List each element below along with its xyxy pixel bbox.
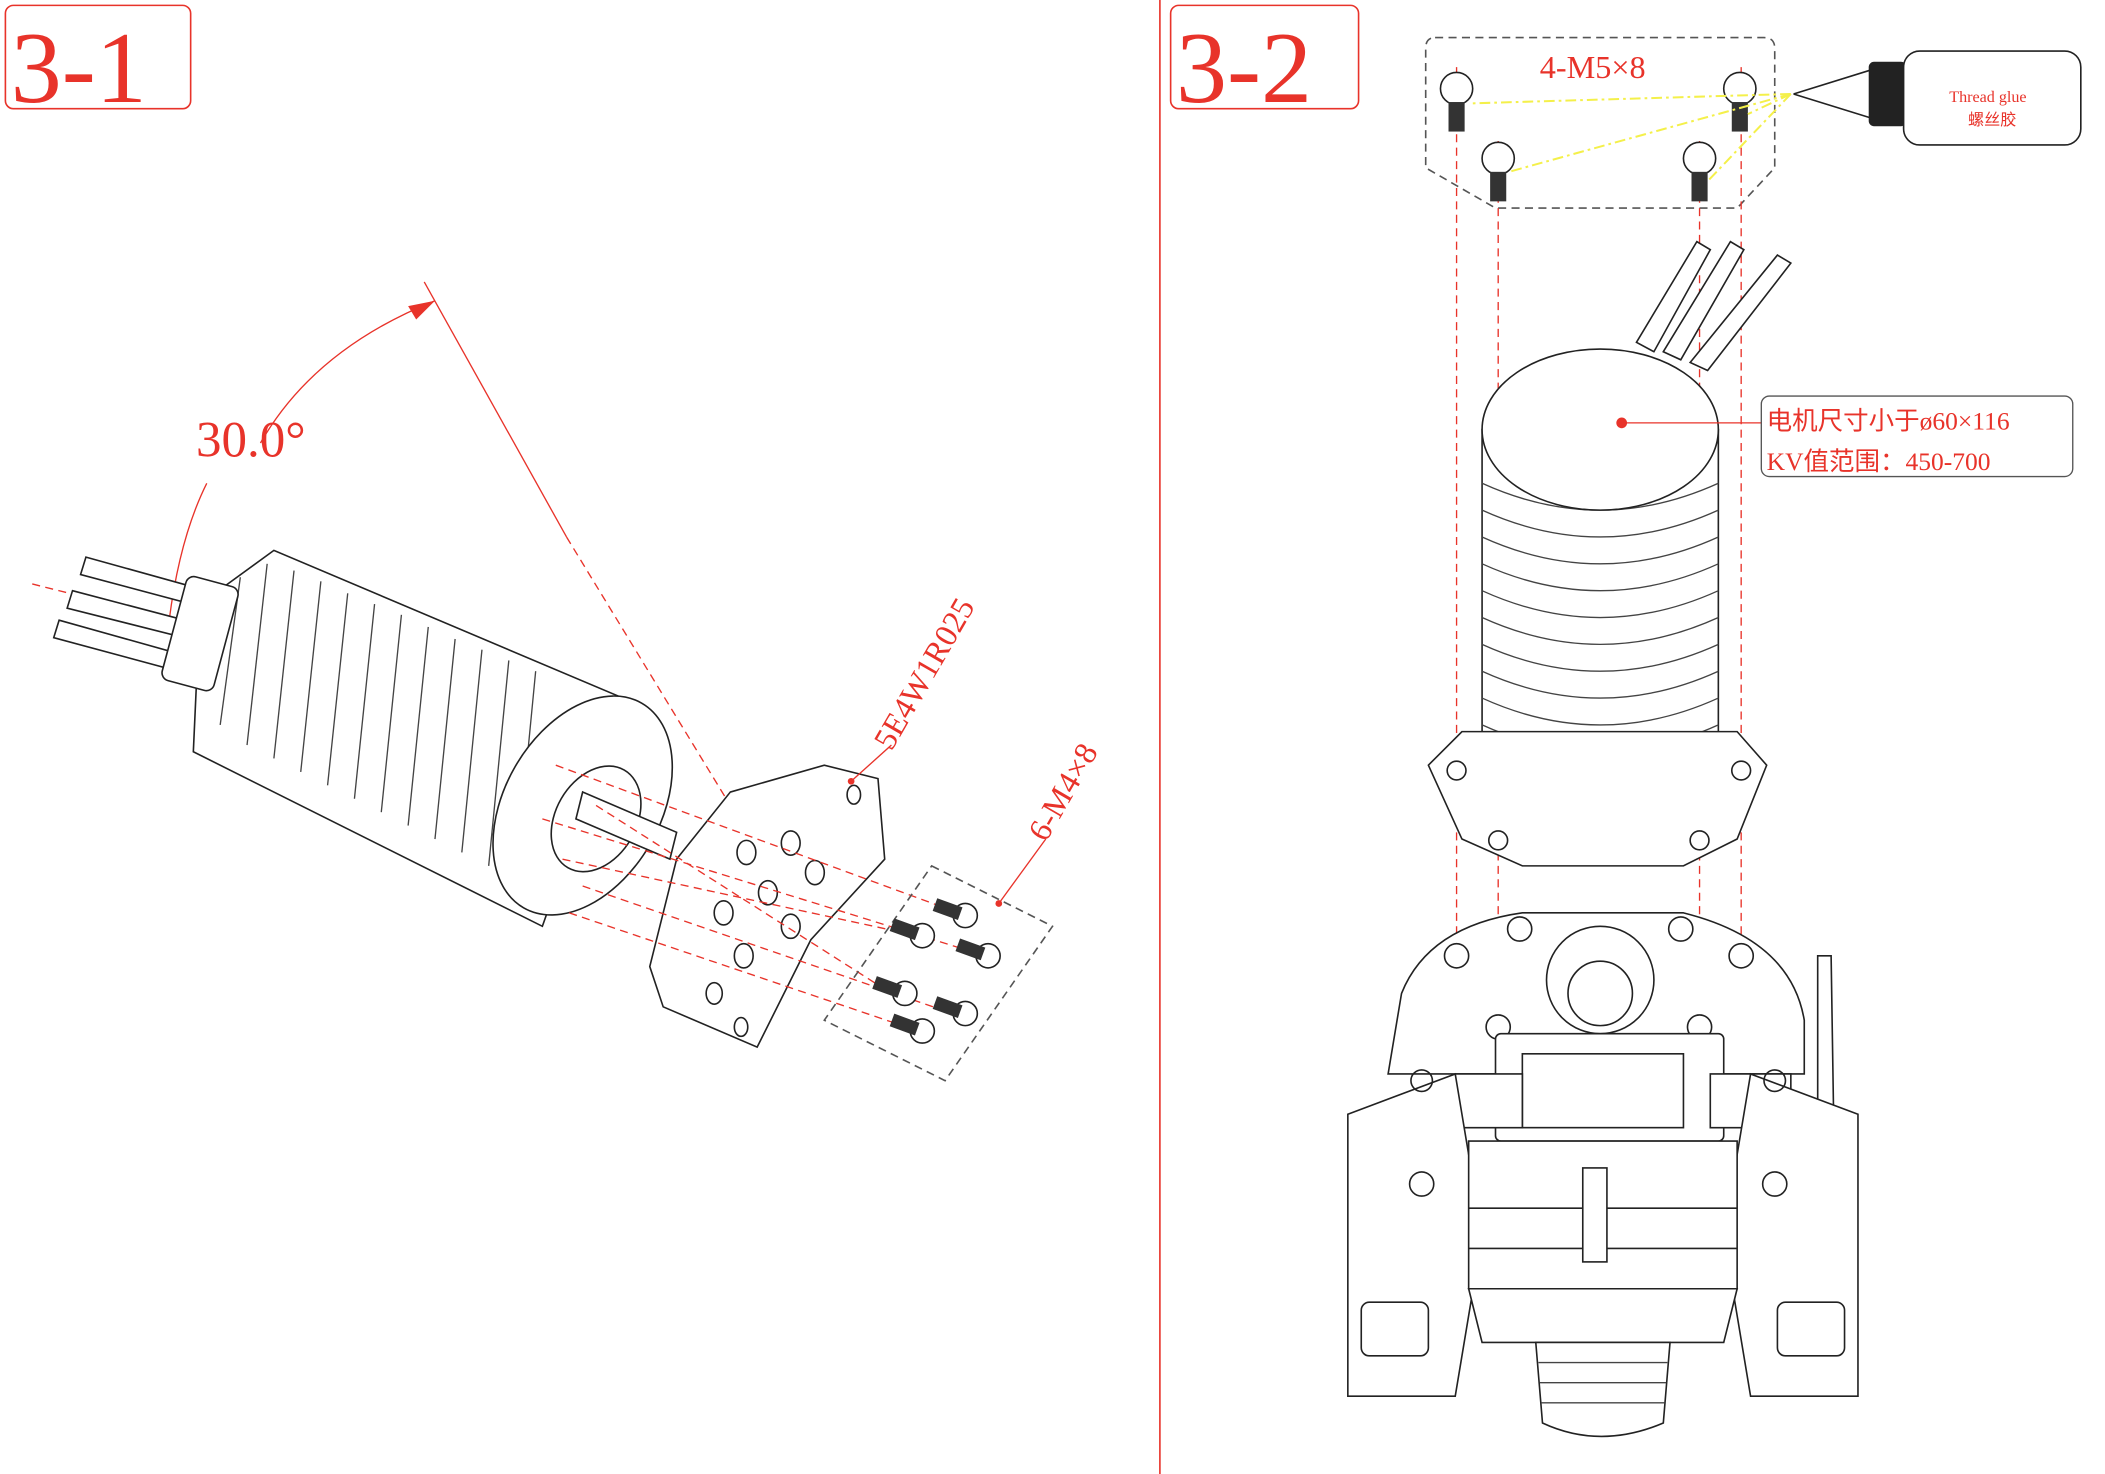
- step-label-box: [4, 4, 192, 110]
- angle-arc: [259, 300, 436, 444]
- screws-m4: [872, 898, 1001, 1044]
- step-label-box: [1169, 4, 1360, 110]
- motor-spec-line2: KV值范围：450-700: [1767, 447, 1991, 476]
- screw-group-box: [1424, 36, 1776, 209]
- glue-label-en: Thread glue: [1949, 89, 2026, 106]
- thread-glue-bottle: Thread glue 螺丝胶: [1793, 50, 2082, 146]
- part-label: 5E4W1R025: [866, 592, 981, 756]
- angle-ref-line: [423, 281, 568, 538]
- glue-label-zh: 螺丝胶: [1968, 111, 2016, 129]
- panel-3-2: 3-2 4-M5×8 Thread glue 螺丝胶: [1169, 4, 2082, 1438]
- motor-spec-line1: 电机尺寸小于ø60×116: [1767, 407, 2010, 436]
- glue-paths: [1471, 92, 1792, 182]
- screw-group-box: [823, 864, 1054, 1082]
- angle-label: 30.0°: [196, 412, 306, 468]
- gearbox-assembly: [1347, 912, 1859, 1438]
- screw-label: 4-M5×8: [1540, 49, 1646, 85]
- screws-m5: [1439, 71, 1757, 202]
- motor: [52, 549, 678, 928]
- motor: [1427, 240, 1793, 867]
- screw-label: 6-M4×8: [1021, 737, 1105, 847]
- motor-spec-callout: [1760, 395, 2074, 478]
- step-label: 3-2: [1176, 12, 1312, 125]
- panel-3-1: 3-1 30.0°: [4, 4, 1105, 1082]
- step-label: 3-1: [11, 12, 147, 125]
- axis-line: [565, 536, 731, 806]
- mount-plate: [648, 764, 886, 1049]
- arrow-icon: [408, 300, 435, 320]
